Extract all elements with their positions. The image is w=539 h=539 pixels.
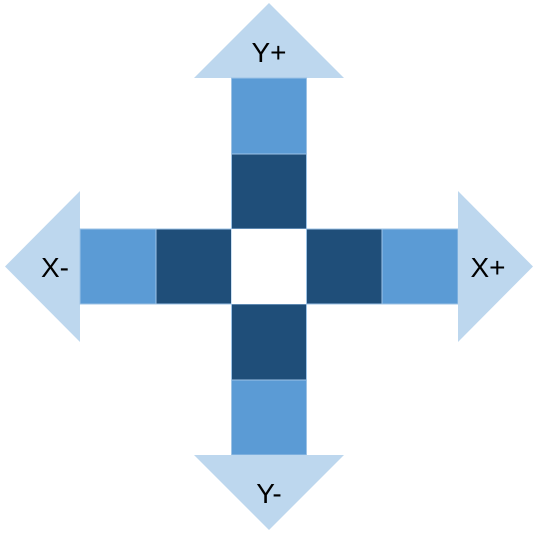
y-minus-label: Y- [256, 478, 281, 509]
y-plus-control[interactable]: Y+ [194, 3, 344, 230]
y-plus-inner-block[interactable] [231, 153, 307, 230]
arrow-left-icon[interactable] [5, 191, 80, 342]
arrow-down-icon[interactable] [194, 455, 344, 530]
y-minus-control[interactable]: Y- [194, 303, 344, 530]
x-minus-label: X- [41, 252, 69, 283]
x-plus-label: X+ [470, 252, 505, 283]
x-plus-control[interactable]: X+ [306, 191, 534, 342]
x-plus-inner-block[interactable] [306, 228, 383, 305]
x-plus-outer-block[interactable] [381, 228, 459, 305]
center-block [231, 229, 307, 304]
arrow-right-icon[interactable] [458, 191, 533, 342]
y-plus-label: Y+ [251, 37, 286, 68]
arrow-up-icon[interactable] [194, 3, 344, 78]
x-minus-control[interactable]: X- [5, 191, 232, 342]
y-minus-inner-block[interactable] [231, 303, 307, 381]
x-minus-outer-block[interactable] [79, 228, 157, 305]
y-plus-outer-block[interactable] [231, 77, 307, 155]
y-minus-outer-block[interactable] [231, 379, 307, 456]
x-minus-inner-block[interactable] [155, 228, 232, 305]
